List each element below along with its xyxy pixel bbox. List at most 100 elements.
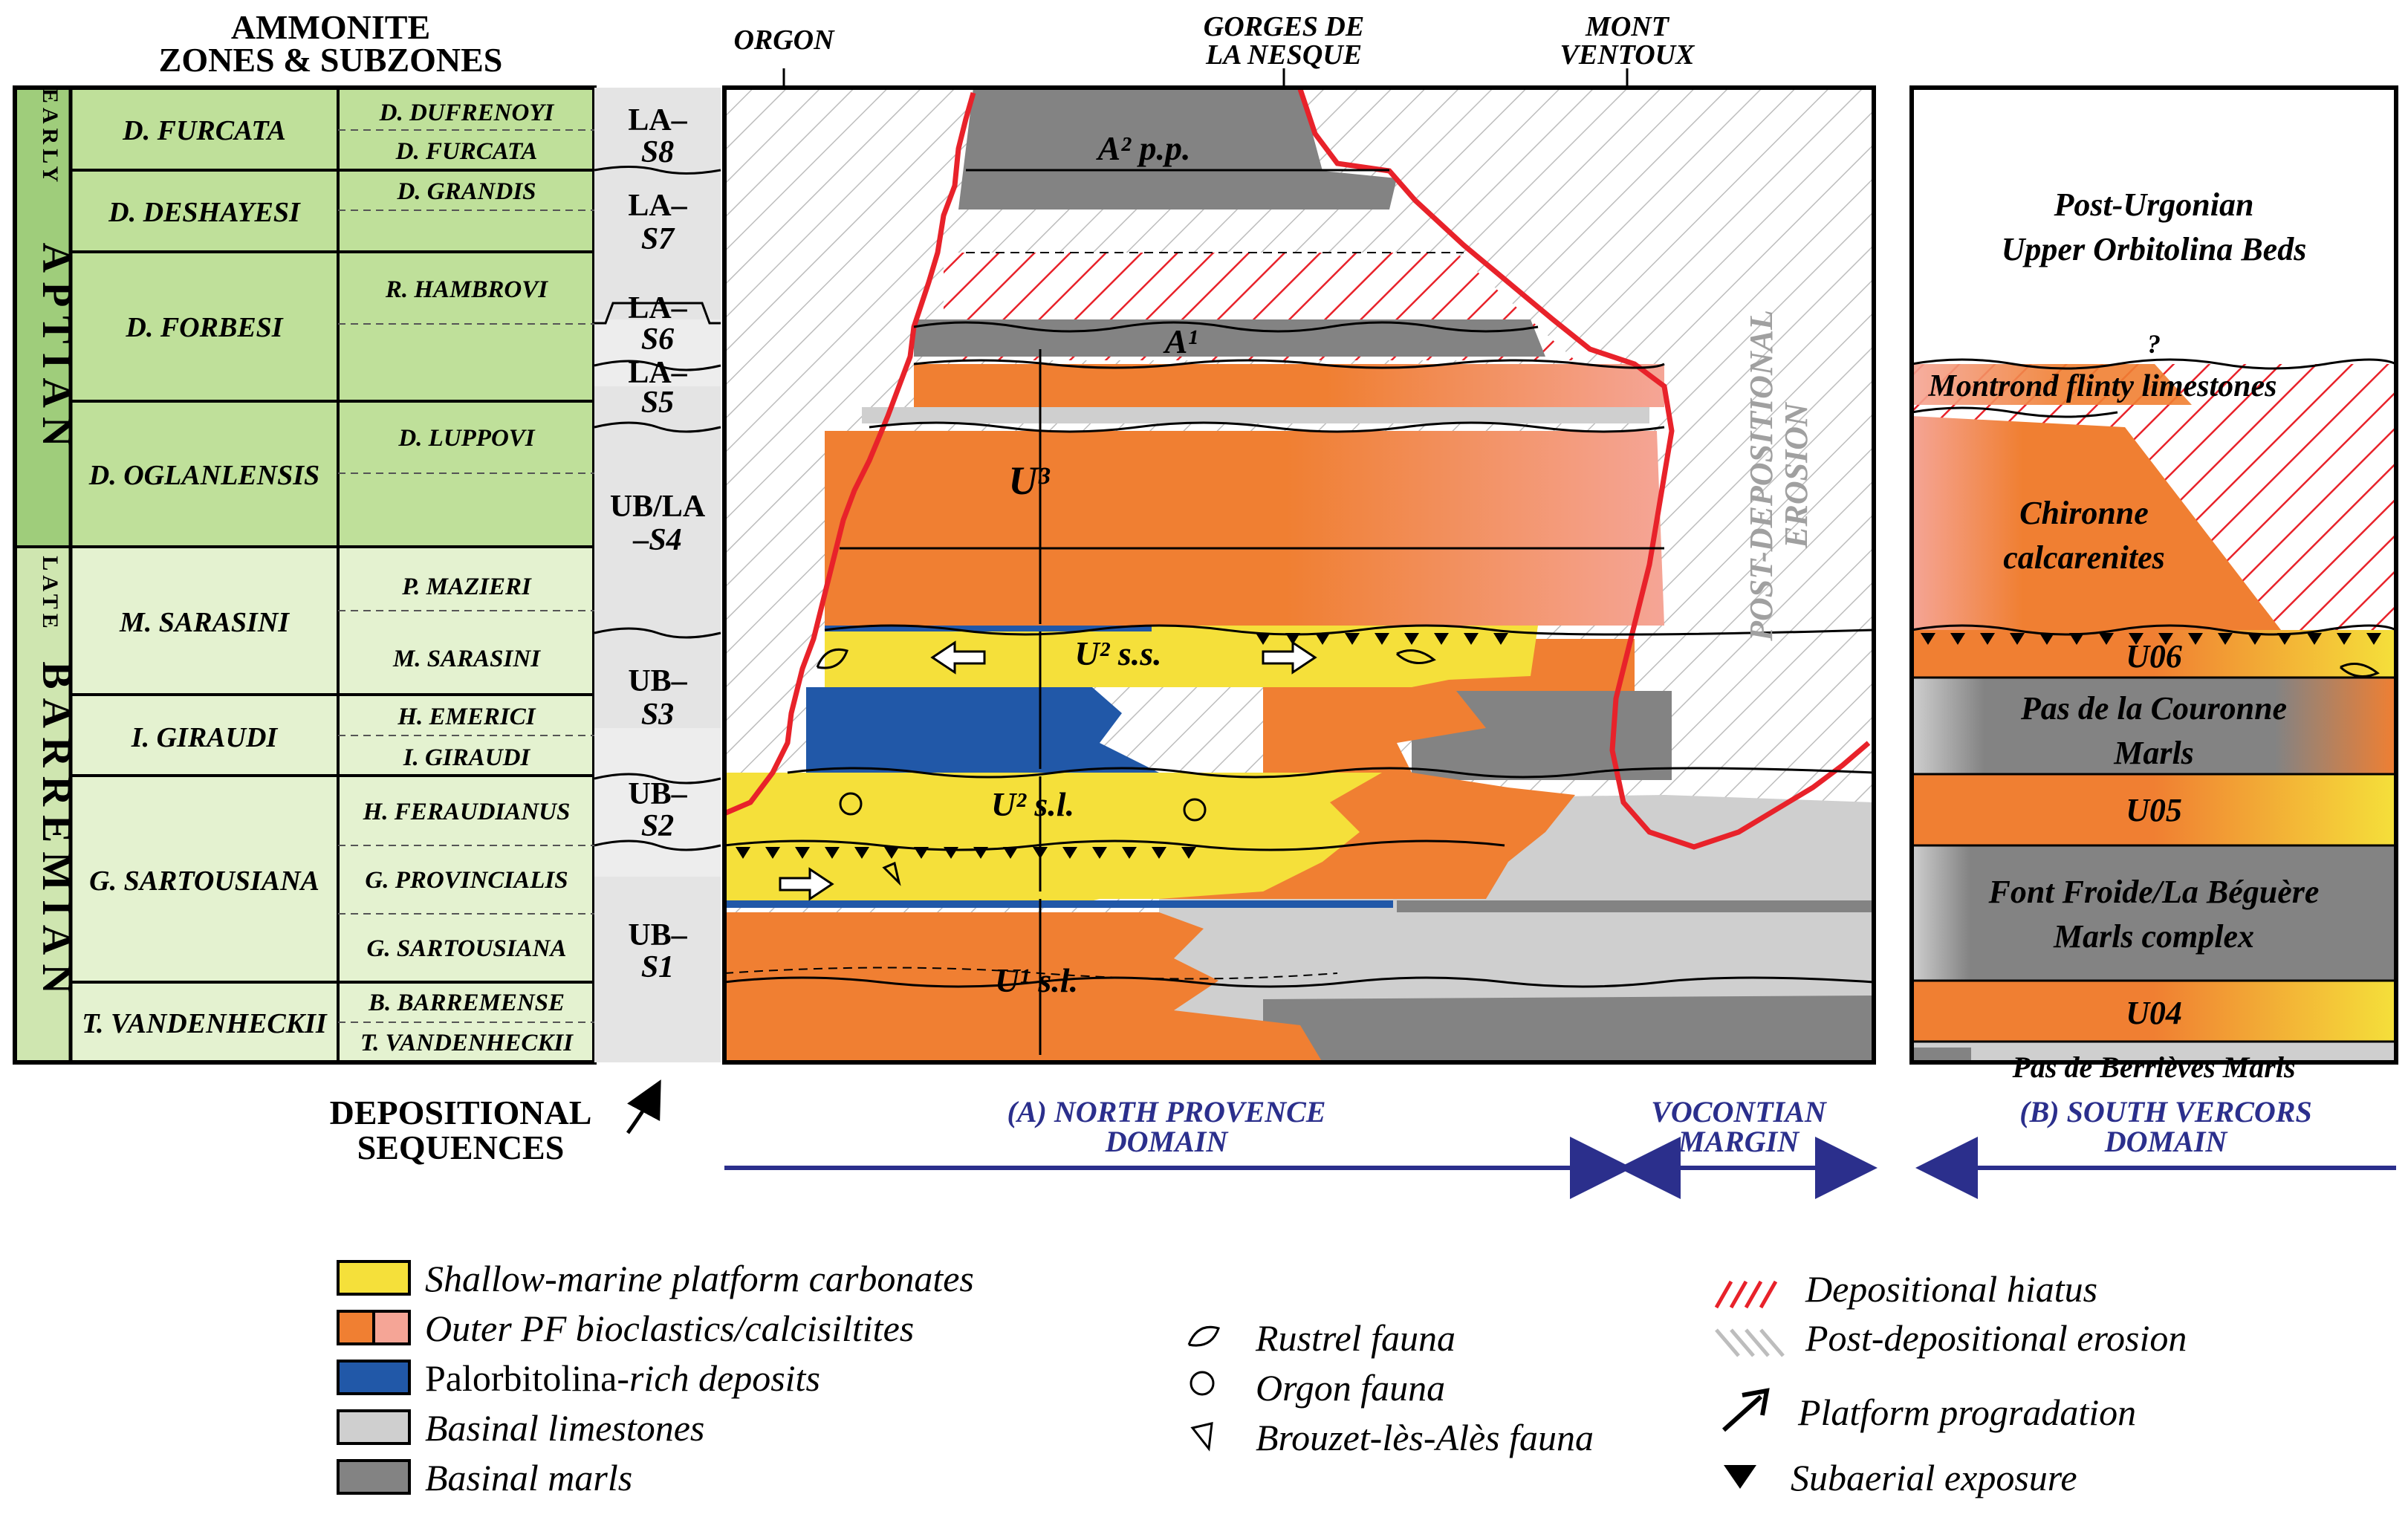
legend-swatch-shallow: [337, 1260, 411, 1296]
unit-u05: U05: [2126, 792, 2182, 828]
sequence-la-s8-line1: LA–: [628, 103, 687, 137]
pas-couronne-line2: Marls: [2113, 735, 2194, 771]
legend: Shallow-marine platform carbonates Outer…: [337, 1258, 2187, 1498]
legend-palorbitolina-label: Palorbitolina-rich deposits: [425, 1357, 820, 1399]
subzone-name: G. PROVINCIALIS: [365, 867, 568, 894]
post-urgonian-line1: Post-Urgonian: [2054, 186, 2254, 223]
zone-name: T. VANDENHECKII: [82, 1008, 328, 1039]
vocontian-line2: MARGIN: [1678, 1125, 1800, 1158]
early-aptian-stage-cell: [15, 88, 71, 547]
legend-basinal-limestones-label: Basinal limestones: [425, 1407, 704, 1449]
sequence-la-s6-line2: S6: [641, 322, 674, 357]
sequence-la-s5-line2: S5: [641, 386, 674, 420]
unit-a1: A¹: [1163, 322, 1198, 360]
orgon-fauna-icon: [1183, 798, 1207, 822]
legend-swatch-basinal-marls: [337, 1459, 411, 1495]
a2-basinal-marls: [958, 88, 1397, 210]
legend-outer-label: Outer PF bioclastics/calcisiltites: [425, 1308, 914, 1349]
font-froide-line1: Font Froide/La Béguère: [1988, 874, 2320, 910]
legend-orgon-label: Orgon fauna: [1256, 1367, 1445, 1409]
progradation-arrow-left-icon: [930, 640, 986, 675]
sequence-s4-line2: –S4: [632, 523, 681, 557]
sequence-ub-s3-line1: UB–: [628, 664, 687, 698]
brouzet-fauna-icon: [1190, 1422, 1213, 1452]
post-erosion-label-line1: POST-DEPOSITIONAL: [1743, 310, 1779, 642]
unit-u06: U06: [2126, 638, 2182, 675]
sequence-la-s5-line1: LA–: [628, 356, 687, 390]
sequence-ub-s1-line2: S1: [641, 950, 674, 984]
hiatus-legend-icon: [1714, 1280, 1778, 1309]
south-vercors-line1: (B) SOUTH VERCORS: [2019, 1095, 2311, 1128]
subzone-name: M. SARASINI: [392, 646, 541, 672]
legend-progradation-label: Platform progradation: [1797, 1391, 2136, 1433]
unit-u3: U³: [1008, 458, 1050, 503]
zone-name: D. DESHAYESI: [108, 197, 301, 228]
sequence-ub-s1-line1: UB–: [628, 918, 687, 952]
ammonite-title-line1: AMMONITE: [231, 8, 430, 46]
domain-labels: (A) NORTH PROVENCE DOMAIN VOCONTIAN MARG…: [724, 1095, 2396, 1199]
legend-erosion-label: Post-depositional erosion: [1805, 1317, 2187, 1359]
subaerial-exposure-legend-icon: [1724, 1465, 1756, 1489]
unit-u04-band: [1912, 981, 2396, 1042]
legend-shallow-label: Shallow-marine platform carbonates: [425, 1258, 974, 1299]
subzone-name: H. FERAUDIANUS: [363, 799, 571, 825]
south-vercors-frame: [1909, 85, 2398, 1065]
subzone-name: B. BARREMENSE: [368, 990, 565, 1016]
progradation-legend-icon: [1721, 1388, 1770, 1432]
depositional-sequences-line1: DEPOSITIONAL: [330, 1094, 592, 1131]
stage-early: EARLY: [38, 88, 62, 186]
u1-outer-platform-body: [724, 912, 1323, 1062]
unit-a2: A² p.p.: [1096, 129, 1191, 167]
sequence-ub-s2-line1: UB–: [628, 777, 687, 811]
legend-brouzet-label: Brouzet-lès-Alès fauna: [1256, 1417, 1594, 1458]
pas-couronne-line1: Pas de la Couronne: [2020, 690, 2287, 727]
berrieves-label: Pas de Berrièves Marls: [2011, 1050, 2295, 1084]
erosion-legend-icon: [1715, 1328, 1785, 1357]
south-vercors-line2: DOMAIN: [2104, 1125, 2229, 1158]
north-provence-panel: ORGON GORGES DE LA NESQUE MONT VENTOUX: [722, 11, 1876, 1065]
rustrel-fauna-icon: [1187, 1325, 1220, 1347]
chironne-line1: Chironne: [2019, 495, 2149, 531]
legend-swatch-outer-light: [372, 1310, 411, 1345]
legend-swatch-palorbitolina: [337, 1360, 411, 1395]
chironne-calcarenites: [1912, 416, 2281, 630]
south-vercors-panel: Post-Urgonian Upper Orbitolina Beds ? Mo…: [1909, 85, 2398, 1084]
subzone-name: I. GIRAUDI: [403, 744, 531, 771]
unit-u2-ss: U² s.s.: [1074, 634, 1161, 672]
u3-outer-platform: [825, 431, 1664, 626]
ammonite-title-line2: ZONES & SUBZONES: [159, 41, 503, 79]
erosion-boundary-right: [1297, 88, 1871, 850]
sequence-la-s8-line2: S8: [641, 135, 674, 169]
late-barremian-stage-cell: [15, 547, 71, 1062]
legend-hiatus-label: Depositional hiatus: [1805, 1268, 2097, 1310]
erosion-boundary-left: [723, 92, 976, 816]
location-gorges-line1: GORGES DE: [1204, 11, 1364, 42]
unit-u05-band: [1912, 774, 2396, 845]
north-provence-frame: [722, 85, 1876, 1065]
subzone-name: R. HAMBROVI: [385, 276, 548, 303]
zone-name: D. FORBESI: [125, 312, 283, 343]
subaerial-exposure-markers: [736, 633, 1508, 859]
orgon-fauna-icon: [1190, 1371, 1215, 1396]
post-urgonian-line2: Upper Orbitolina Beds: [2002, 231, 2307, 267]
sequence-ub-s3-line2: S3: [641, 698, 674, 732]
sequence-arrow-icon: [626, 1079, 661, 1134]
ammonite-zone-table: AMMONITE ZONES & SUBZONES: [13, 8, 597, 1065]
sequence-la-s7-line2: S7: [641, 222, 675, 256]
early-aptian-bg: [15, 88, 594, 547]
subzone-name: D. FURCATA: [395, 138, 538, 165]
legend-palorbitolina-genus: Palorbitolina: [425, 1357, 617, 1399]
sequence-s4-line1: UB/LA: [610, 490, 706, 524]
sequence-column: LA– S8 LA– S7 LA– S6 LA– S5 UB/LA –S4 UB…: [330, 88, 721, 1166]
subzone-name: H. EMERICI: [397, 704, 536, 730]
sequence-la-s6-line1: LA–: [628, 291, 687, 325]
legend-swatch-basinal-limestones: [337, 1409, 411, 1445]
unit-u04: U04: [2126, 995, 2182, 1031]
zone-name: I. GIRAUDI: [131, 722, 279, 753]
subzone-name: D. GRANDIS: [396, 178, 536, 205]
font-froide-line2: Marls complex: [2053, 918, 2254, 955]
location-gorges-line2: LA NESQUE: [1205, 39, 1362, 71]
progradation-arrow-right-icon: [1262, 640, 1317, 675]
